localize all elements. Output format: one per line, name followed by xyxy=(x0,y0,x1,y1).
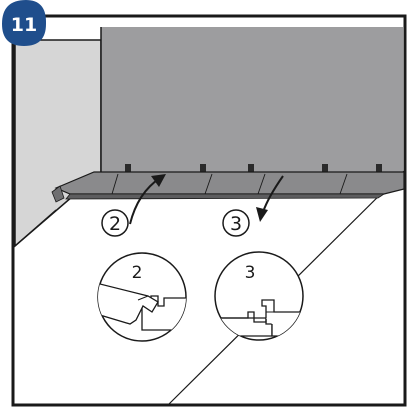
detail-3-label: 3 xyxy=(245,263,256,283)
detail-view-2: 2 xyxy=(97,252,187,342)
callout-2-label: 2 xyxy=(109,213,121,235)
callout-2: 2 xyxy=(101,209,129,237)
plank-row xyxy=(51,171,405,203)
detail-2-joint xyxy=(98,281,186,331)
callout-3: 3 xyxy=(222,209,250,237)
floor-edge-left xyxy=(14,209,57,247)
wall-spacers xyxy=(125,164,382,172)
step-number: 11 xyxy=(11,14,37,36)
back-wall xyxy=(101,27,403,172)
detail-2-label: 2 xyxy=(132,263,143,283)
arrow-step-2 xyxy=(129,174,166,225)
arrow-step-3 xyxy=(256,175,284,222)
callout-3-label: 3 xyxy=(230,213,242,235)
step-badge: 11 xyxy=(2,0,46,46)
